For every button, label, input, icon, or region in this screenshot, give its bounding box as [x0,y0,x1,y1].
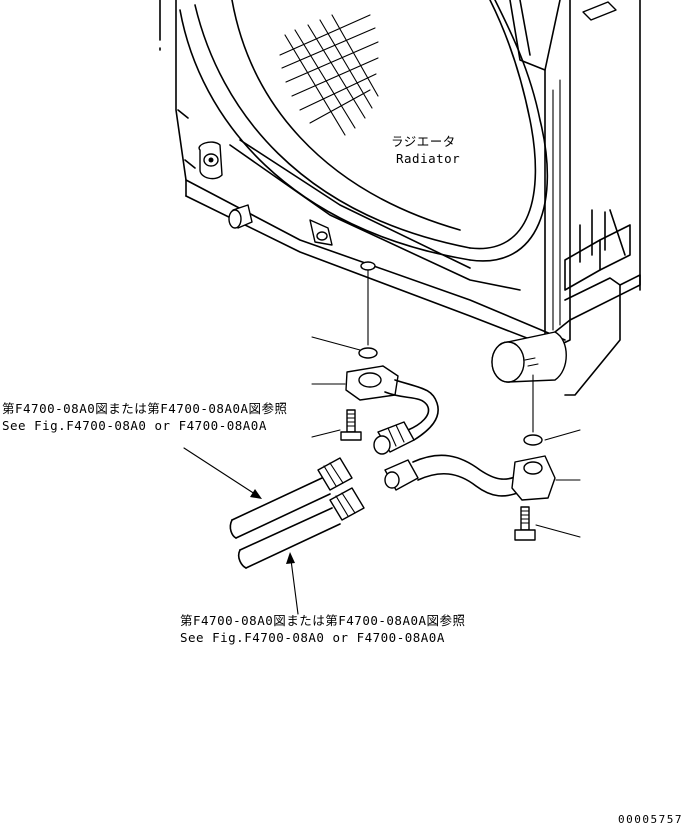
reference-bottom-jp: 第F4700-08A0図または第F4700-08A0A図参照 [180,613,466,628]
bolt-left [340,409,362,441]
core-mesh [279,14,379,136]
radiator-label-jp: ラジエータ [391,134,456,149]
reference-arrows [183,447,299,615]
bolt-right [514,506,536,541]
pipe-right [384,454,556,501]
leader-lines [311,336,581,538]
reference-top-jp: 第F4700-08A0図または第F4700-08A0A図参照 [2,401,288,416]
reference-top-en: See Fig.F4700-08A0 or F4700-08A0A [2,418,267,433]
radiator-assembly [159,0,641,396]
gasket-left [358,347,378,359]
hose-lower [237,487,365,569]
hose-upper [229,457,353,539]
drawing-number: 00005757 [618,813,683,826]
pipe-left [345,365,439,455]
gasket-right [523,434,543,446]
radiator-label-en: Radiator [396,151,461,166]
reference-bottom-en: See Fig.F4700-08A0 or F4700-08A0A [180,630,445,645]
